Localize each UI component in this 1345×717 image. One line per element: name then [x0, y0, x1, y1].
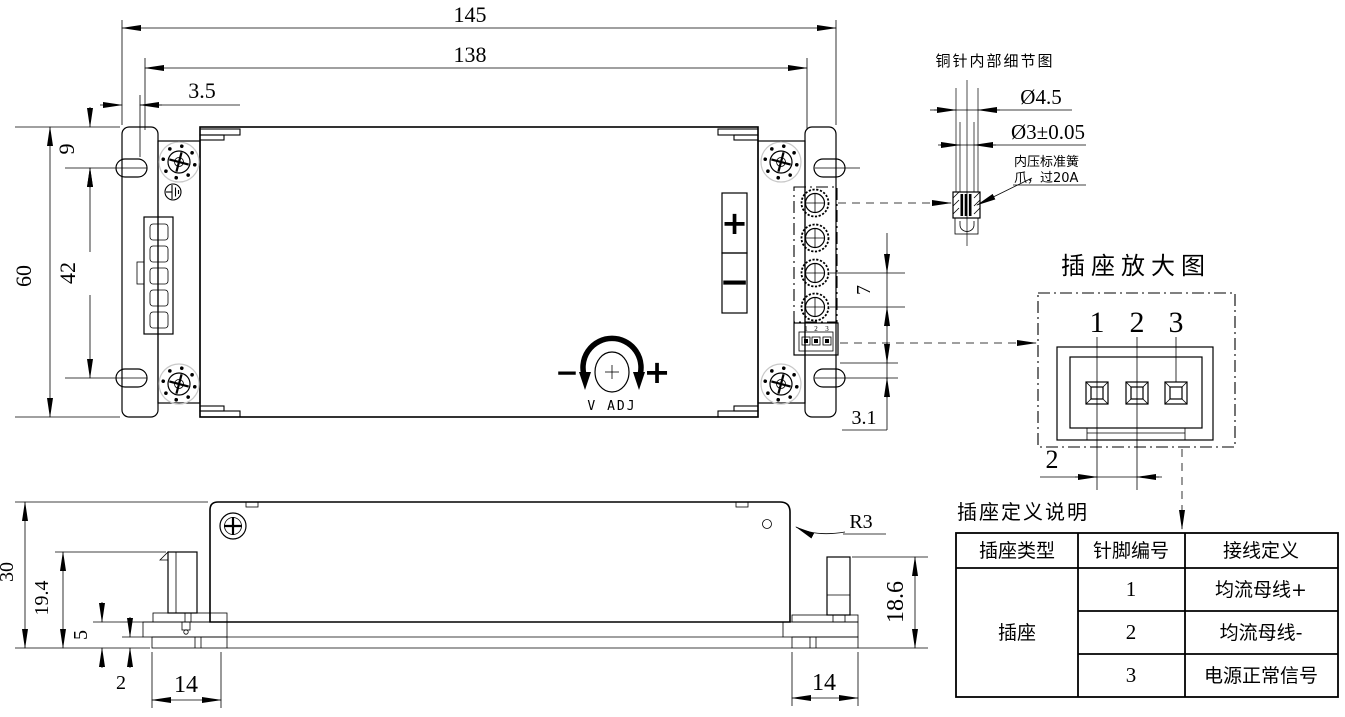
plus-terminal-label: + — [721, 204, 748, 242]
dim-138: 138 — [454, 42, 487, 67]
dim-inner-diameter: Ø3±0.05 — [1011, 120, 1085, 144]
table-cell-socket-type: 插座 — [998, 622, 1036, 644]
dim-30: 30 — [0, 562, 18, 582]
side-view: R3 — [0, 501, 928, 708]
edge-tabs — [199, 128, 759, 418]
dim-outer-diameter: Ø4.5 — [1020, 85, 1061, 109]
socket-pin-number: 2 — [1130, 306, 1145, 339]
dim-7: 7 — [853, 285, 875, 295]
vadj-rotation-arc — [580, 335, 644, 379]
vadj-potentiometer: − + V ADJ — [555, 335, 671, 414]
side-left-connector — [142, 551, 228, 649]
vadj-minus-label: − — [555, 356, 578, 389]
pin-note-line2: 爪，过20A — [1014, 171, 1079, 186]
minus-label-box — [721, 252, 748, 314]
arc-arrowhead-icon — [579, 372, 591, 390]
top-view-dimensions: 145 138 3.5 60 9 42 — [11, 2, 1037, 431]
dim-5: 5 — [70, 630, 92, 640]
dim-3-1: 3.1 — [852, 407, 877, 429]
module-body-outline — [199, 126, 759, 418]
ground-icon — [164, 183, 182, 201]
aux-pin-label: 2 — [814, 325, 818, 333]
pin-detail-view: 铜针内部细节图 Ø4.5 Ø3±0.05 内压标准簧 爪，过20A — [930, 52, 1086, 246]
screw-icon — [157, 140, 201, 184]
screw-icon — [759, 362, 803, 406]
dim-3-5: 3.5 — [188, 78, 216, 103]
dim-18-6: 18.6 — [883, 581, 909, 623]
table-cell-definition: 均流母线- — [1220, 622, 1303, 644]
dim-14-left: 14 — [174, 672, 198, 698]
socket-housing-inner — [1069, 356, 1203, 429]
screw-icon — [759, 140, 803, 184]
socket-pin-number: 3 — [1169, 306, 1184, 339]
top-view: + − 1 2 3 − + V ADJ — [11, 2, 1037, 431]
minus-terminal-label: − — [719, 262, 749, 303]
socket-enlarged-view: 插座放大图 1 2 3 2 — [1037, 252, 1236, 530]
dim-42: 42 — [55, 262, 80, 284]
table-cell-pin: 1 — [1126, 577, 1137, 601]
dim-19-4: 19.4 — [31, 581, 53, 616]
side-screw-icon — [219, 512, 247, 540]
left-flange — [121, 126, 159, 418]
side-body-outline — [209, 501, 791, 623]
copper-pin-section — [952, 191, 981, 235]
arc-arrowhead-icon — [633, 372, 645, 390]
table-cell-pin: 2 — [1126, 620, 1137, 644]
table-header-wiring-definition: 接线定义 — [1223, 540, 1299, 562]
table-header-socket-type: 插座类型 — [979, 540, 1055, 562]
screw-icon — [157, 362, 201, 406]
socket-pin-number: 1 — [1090, 306, 1105, 339]
dim-145: 145 — [454, 2, 487, 27]
side-right-terminal — [782, 556, 859, 649]
corner-hole — [762, 519, 772, 529]
vadj-label: V ADJ — [587, 399, 636, 414]
table-cell-pin: 3 — [1126, 663, 1137, 687]
dim-pin-pitch: 2 — [1046, 445, 1059, 474]
socket-housing — [1056, 346, 1214, 441]
aux-connector: 1 2 3 — [793, 322, 839, 356]
socket-pin-icon — [1164, 381, 1188, 405]
dim-14-right: 14 — [812, 670, 836, 696]
aux-pin-label: 3 — [825, 325, 829, 333]
input-connector — [136, 216, 174, 335]
pin-note-line1: 内压标准簧 — [1014, 154, 1079, 170]
aux-pin-label: 1 — [804, 325, 808, 333]
table-cell-definition: 电源正常信号 — [1204, 665, 1318, 687]
table-border — [955, 532, 1339, 698]
table-title: 插座定义说明 — [957, 500, 1089, 524]
vadj-plus-label: + — [644, 353, 671, 391]
dim-corner-radius: R3 — [849, 511, 872, 533]
right-flange — [804, 126, 837, 418]
side-view-dimensions: 30 19.4 5 2 14 14 18.6 — [0, 501, 928, 708]
socket-definition-table: 插座定义说明 插座类型 针脚编号 接线定义 插座 1 2 3 均流母线+ 均流母… — [955, 500, 1339, 698]
table-cell-definition: 均流母线+ — [1215, 579, 1307, 601]
socket-view-title: 插座放大图 — [1061, 252, 1211, 280]
dim-9: 9 — [54, 144, 79, 155]
socket-detail-frame — [1037, 292, 1236, 448]
dim-2: 2 — [116, 672, 126, 694]
terminal-frame — [793, 186, 838, 323]
table-header-pin-number: 针脚编号 — [1093, 540, 1169, 562]
pin-detail-title: 铜针内部细节图 — [935, 52, 1054, 70]
dim-60: 60 — [11, 265, 36, 287]
